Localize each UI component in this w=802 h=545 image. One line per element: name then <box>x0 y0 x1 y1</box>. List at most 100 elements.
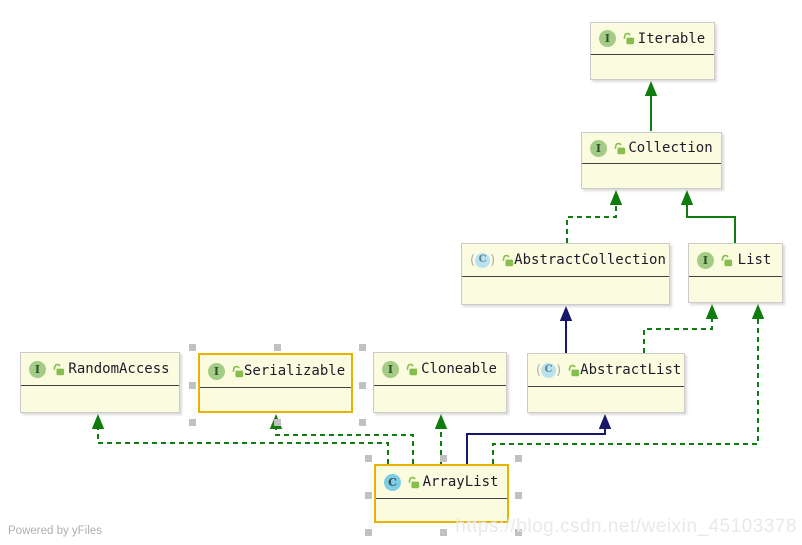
selection-handle[interactable] <box>440 529 447 536</box>
arrowhead-arraylist-to-cloneable <box>434 414 448 429</box>
type-icon-circle: I <box>208 362 225 380</box>
selection-handle[interactable] <box>189 419 196 426</box>
class-node-header: ( I ) List <box>689 244 782 277</box>
unlocked-icon <box>231 365 244 378</box>
abstract-paren-left: ( <box>536 362 542 378</box>
abstract-class-icon: ( C ) <box>536 362 562 378</box>
class-name-label: Cloneable <box>421 361 497 377</box>
edge-abstractcollection-to-collection[interactable] <box>566 203 617 243</box>
edge-arraylist-to-abstractlist[interactable] <box>466 427 606 464</box>
class-name-label: Collection <box>628 140 713 156</box>
selection-handle[interactable] <box>359 419 366 426</box>
selection-handle[interactable] <box>515 529 522 536</box>
class-node-arraylist[interactable]: ( C ) ArrayList <box>365 455 522 536</box>
edge-arraylist-to-randomaccess[interactable] <box>97 427 389 464</box>
arrowhead-abstractlist-to-list <box>705 304 719 319</box>
interface-icon: ( I ) <box>599 30 616 47</box>
type-icon-letter: I <box>595 141 602 155</box>
class-node-cloneable[interactable]: ( I ) Cloneable <box>373 352 507 413</box>
type-icon-circle: I <box>590 139 607 157</box>
type-icon-circle: C <box>541 362 557 378</box>
class-node-list[interactable]: ( I ) List <box>688 243 783 303</box>
class-node-body <box>689 277 782 302</box>
class-node-body <box>462 277 669 304</box>
class-node-header: ( C ) AbstractCollection <box>462 244 669 277</box>
unlocked-icon <box>405 363 418 376</box>
arrowhead-abstractlist-to-abstractcollection <box>559 306 573 321</box>
unlocked-icon <box>720 254 733 267</box>
unlocked-icon <box>613 142 626 155</box>
class-node-header: ( I ) Iterable <box>591 23 714 55</box>
class-node-body <box>591 55 714 79</box>
interface-icon: ( I ) <box>382 360 399 378</box>
class-icon: ( C ) <box>384 473 401 491</box>
arrowhead-arraylist-to-abstractlist <box>598 414 612 429</box>
powered-by-yfiles-label: Powered by yFiles <box>8 525 102 537</box>
selection-handle[interactable] <box>359 381 366 389</box>
unlocked-icon <box>567 364 580 377</box>
arrowhead-arraylist-to-randomaccess <box>91 414 105 429</box>
type-icon-letter: I <box>387 362 394 376</box>
class-node-abstractlist[interactable]: ( C ) AbstractList <box>527 353 685 413</box>
type-icon-circle: I <box>382 360 399 378</box>
unlocked-icon <box>52 363 65 376</box>
abstract-paren-right: ) <box>556 362 562 378</box>
class-node-header: ( C ) ArrayList <box>376 466 507 499</box>
abstract-paren-left: ( <box>470 252 476 268</box>
interface-icon: ( I ) <box>208 362 225 380</box>
selection-handle[interactable] <box>365 492 372 499</box>
selection-handle[interactable] <box>274 419 281 426</box>
selection-handle[interactable] <box>359 344 366 351</box>
type-icon-letter: C <box>478 254 487 265</box>
class-node-header: ( I ) Collection <box>582 133 721 164</box>
class-node-body <box>21 386 179 412</box>
class-name-label: AbstractCollection <box>514 252 666 268</box>
type-icon-letter: C <box>388 475 397 489</box>
selection-handle[interactable] <box>365 455 372 462</box>
type-icon-circle: C <box>475 252 491 268</box>
arrowhead-abstractcollection-to-collection <box>609 190 623 205</box>
class-node-header: ( I ) Cloneable <box>374 353 506 386</box>
class-node-body <box>528 387 684 412</box>
selection-handle[interactable] <box>515 492 522 499</box>
class-name-label: AbstractList <box>580 362 682 378</box>
unlocked-icon <box>501 254 514 267</box>
class-node-header: ( I ) Serializable <box>200 355 351 388</box>
interface-icon: ( I ) <box>697 251 714 269</box>
abstract-paren-right: ) <box>490 252 496 268</box>
class-name-label: List <box>737 252 772 268</box>
type-icon-circle: I <box>29 360 46 378</box>
class-name-label: Serializable <box>244 363 346 379</box>
class-node-collection[interactable]: ( I ) Collection <box>581 132 722 189</box>
class-node-header: ( I ) RandomAccess <box>21 353 179 386</box>
edge-arraylist-to-serializable[interactable] <box>275 427 414 464</box>
interface-icon: ( I ) <box>29 360 46 378</box>
selection-handle[interactable] <box>440 455 447 462</box>
watermark-url: https://blog.csdn.net/weixin_45103378 <box>455 516 797 537</box>
type-icon-circle: I <box>599 30 616 47</box>
edge-abstractlist-to-list[interactable] <box>643 317 713 353</box>
selection-handle[interactable] <box>515 455 522 462</box>
class-node-body <box>582 164 721 188</box>
arrowhead-arraylist-to-list <box>751 304 765 319</box>
class-node-randomaccess[interactable]: ( I ) RandomAccess <box>20 352 180 413</box>
selection-handle[interactable] <box>274 344 281 351</box>
unlocked-icon <box>407 476 420 489</box>
class-node-iterable[interactable]: ( I ) Iterable <box>590 22 715 80</box>
class-node-serializable[interactable]: ( I ) Serializable <box>189 344 366 426</box>
abstract-class-icon: ( C ) <box>470 252 496 268</box>
class-name-label: RandomAccess <box>68 361 170 377</box>
selection-handle[interactable] <box>365 529 372 536</box>
edge-arraylist-to-list[interactable] <box>492 317 759 464</box>
selection-handle[interactable] <box>189 344 196 351</box>
class-node-body <box>374 386 506 412</box>
arrowhead-collection-to-iterable <box>644 81 658 96</box>
selection-handle[interactable] <box>189 381 196 389</box>
type-icon-letter: I <box>213 364 220 378</box>
type-icon-letter: I <box>702 253 709 267</box>
edge-list-to-collection[interactable] <box>686 203 736 243</box>
interface-icon: ( I ) <box>590 139 607 157</box>
class-node-abstractcollection[interactable]: ( C ) AbstractCollection <box>461 243 670 305</box>
